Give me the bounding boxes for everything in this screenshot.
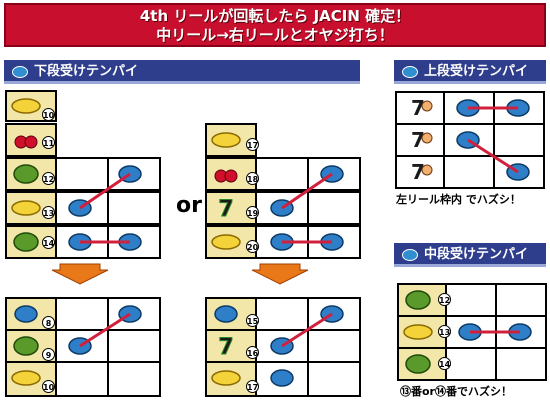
reel-cell	[307, 361, 361, 397]
kiwi-icon	[405, 290, 431, 310]
reel-number-badge: 18	[246, 172, 259, 185]
reel-number-badge: 17	[246, 138, 259, 151]
reel-cell	[445, 347, 497, 381]
cherry-icon	[24, 135, 38, 149]
reel-number-badge: 10	[42, 380, 55, 393]
pay-line	[281, 312, 333, 348]
reel-cell	[493, 123, 545, 157]
oyaji-face-icon	[421, 164, 433, 176]
reel-cell	[107, 361, 161, 397]
reel-number-badge: 13	[42, 206, 55, 219]
melon-icon	[402, 66, 418, 78]
melon-icon	[12, 66, 28, 78]
section-title-middle: 中段受けテンパイ	[424, 247, 529, 262]
banana-icon	[211, 132, 241, 148]
pay-line	[79, 312, 131, 348]
seven-icon: 7	[218, 335, 233, 360]
section-title-lower: 下段受けテンパイ	[34, 64, 139, 79]
middle-miss-note: ⑬番or⑭番でハズシ！	[400, 385, 512, 398]
kiwi-icon	[13, 336, 39, 356]
reel-number-badge: 17	[246, 380, 259, 393]
reel-cell	[55, 157, 109, 191]
or-connector: or	[176, 193, 202, 218]
banana-icon	[11, 98, 41, 114]
section-header-middle: 中段受けテンパイ	[394, 243, 546, 267]
down-arrow-icon	[251, 263, 309, 285]
seven-icon: 7	[218, 197, 233, 222]
oyaji-face-icon	[421, 132, 433, 144]
reel-cell	[55, 361, 109, 397]
oyaji-seven-icon: 7	[411, 96, 425, 120]
reel-cell	[395, 123, 445, 157]
section-title-upper: 上段受けテンパイ	[424, 64, 529, 79]
kiwi-icon	[13, 164, 39, 184]
banana-icon	[211, 370, 241, 386]
banana-icon	[211, 234, 241, 250]
oyaji-seven-icon: 7	[411, 160, 425, 184]
reel-cell	[495, 283, 547, 317]
reel-number-badge: 16	[246, 346, 259, 359]
reel-number-badge: 9	[42, 348, 55, 361]
kiwi-icon	[405, 354, 431, 374]
banner-line-2: 中リール→右リールとオヤジ打ち！	[156, 26, 394, 44]
melon-icon	[14, 305, 38, 323]
down-arrow-icon	[51, 263, 109, 285]
melon-icon	[402, 249, 418, 261]
reel-cell	[255, 297, 309, 331]
oyaji-face-icon	[421, 100, 433, 112]
reel-number-badge: 8	[42, 316, 55, 329]
pay-line	[281, 172, 333, 210]
oyaji-seven-icon: 7	[411, 128, 425, 152]
pay-line	[467, 138, 519, 174]
reel-cell	[307, 191, 361, 225]
reel-cell	[255, 157, 309, 191]
reel-number-badge: 19	[246, 206, 259, 219]
pay-line	[79, 172, 131, 210]
banana-icon	[11, 200, 41, 216]
reel-cell	[443, 155, 495, 189]
banana-icon	[11, 370, 41, 386]
section-header-lower: 下段受けテンパイ	[4, 60, 360, 84]
reel-cell	[55, 297, 109, 331]
section-header-upper: 上段受けテンパイ	[394, 60, 546, 84]
reel-number-badge: 13	[438, 325, 451, 338]
melon-icon	[214, 305, 238, 323]
reel-number-badge: 20	[246, 240, 259, 253]
banner-line-1: 4th リールが回転したら JACIN 確定！	[139, 7, 411, 25]
kiwi-icon	[13, 232, 39, 252]
reel-number-badge: 12	[42, 172, 55, 185]
reel-number-badge: 15	[246, 314, 259, 327]
reel-cell	[107, 191, 161, 225]
upper-miss-note: 左リール枠内 でハズシ！	[396, 193, 521, 206]
reel-number-badge: 14	[438, 357, 451, 370]
banana-icon	[403, 324, 433, 340]
reel-cell	[445, 283, 497, 317]
reel-number-badge: 11	[42, 136, 55, 149]
reel-number-badge: 10	[42, 108, 55, 121]
melon-icon	[270, 369, 294, 387]
reel-number-badge: 14	[42, 236, 55, 249]
title-banner: 4th リールが回転したら JACIN 確定！ 中リール→右リールとオヤジ打ち！	[4, 3, 546, 47]
reel-number-badge: 12	[438, 293, 451, 306]
reel-cell	[107, 329, 161, 363]
reel-cell	[307, 329, 361, 363]
reel-cell	[495, 347, 547, 381]
cherry-icon	[224, 169, 238, 183]
